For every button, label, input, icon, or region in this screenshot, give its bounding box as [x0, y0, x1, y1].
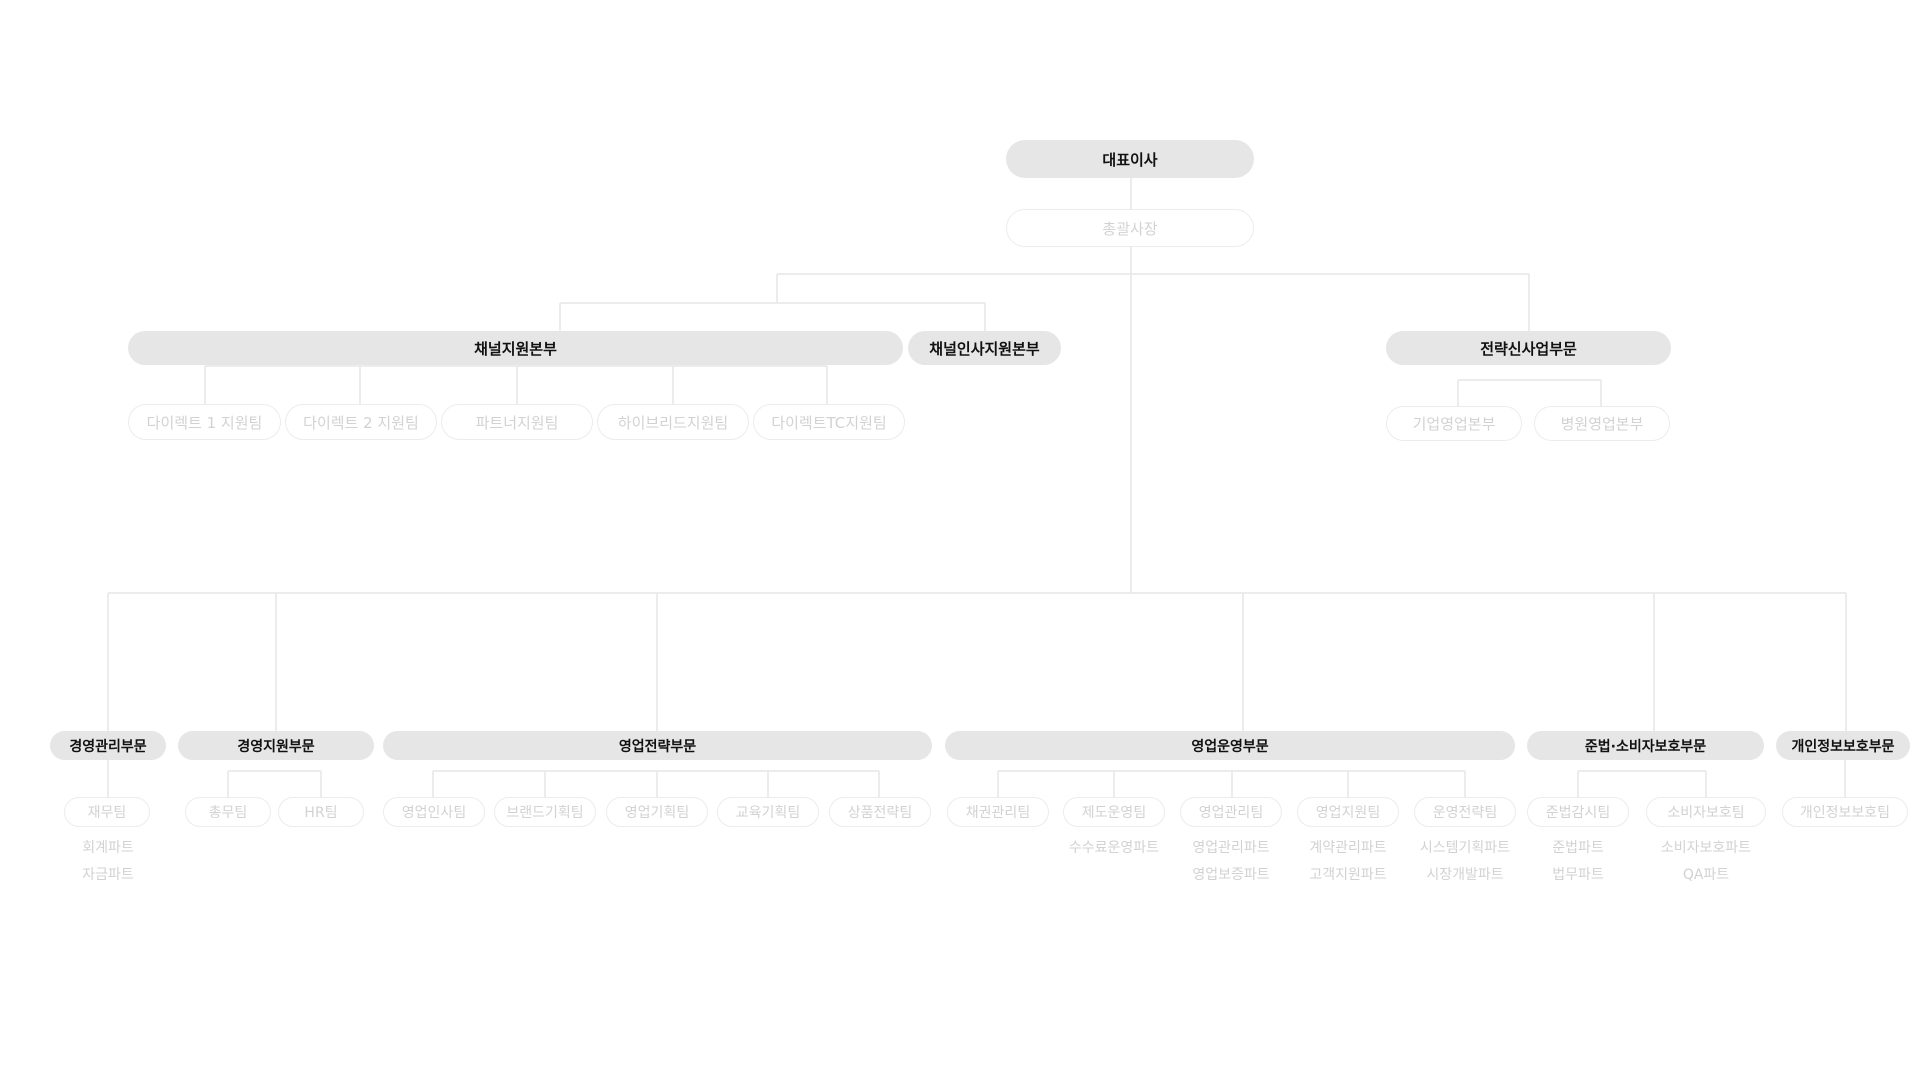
- finance-parts: 회계파트 자금파트: [28, 835, 188, 889]
- part-accounting: 회계파트: [82, 840, 134, 856]
- division-compliance-consumer[interactable]: 준법·소비자보호부문: [1527, 731, 1764, 760]
- team-compliance-monitoring[interactable]: 준법감시팀: [1527, 797, 1629, 827]
- team-sales-support[interactable]: 영업지원팀: [1297, 797, 1399, 827]
- team-sales-planning[interactable]: 영업기획팀: [606, 797, 708, 827]
- part-legal: 법무파트: [1552, 867, 1604, 883]
- team-direct-1-support[interactable]: 다이렉트 1 지원팀: [128, 404, 281, 440]
- team-product-strategy[interactable]: 상품전략팀: [829, 797, 931, 827]
- channel-support-hq[interactable]: 채널지원본부: [128, 331, 903, 365]
- unit-corporate-sales[interactable]: 기업영업본부: [1386, 406, 1522, 441]
- team-finance[interactable]: 재무팀: [64, 797, 150, 827]
- team-sales-hr[interactable]: 영업인사팀: [383, 797, 485, 827]
- team-partner-support[interactable]: 파트너지원팀: [441, 404, 593, 440]
- channel-hr-support-hq[interactable]: 채널인사지원본부: [908, 331, 1061, 365]
- ceo-node[interactable]: 대표이사: [1006, 140, 1254, 178]
- part-market-development: 시장개발파트: [1426, 867, 1504, 883]
- team-bond-management[interactable]: 채권관리팀: [947, 797, 1049, 827]
- team-brand-planning[interactable]: 브랜드기획팀: [494, 797, 596, 827]
- sales-support-parts: 계약관리파트 고객지원파트: [1268, 835, 1428, 889]
- team-consumer-protection[interactable]: 소비자보호팀: [1646, 797, 1766, 827]
- division-management-admin[interactable]: 경영관리부문: [50, 731, 166, 760]
- part-contract-management: 계약관리파트: [1309, 840, 1387, 856]
- division-sales-strategy[interactable]: 영업전략부문: [383, 731, 932, 760]
- team-hr[interactable]: HR팀: [278, 797, 364, 827]
- part-sales-guarantee: 영업보증파트: [1192, 867, 1270, 883]
- division-management-support[interactable]: 경영지원부문: [178, 731, 374, 760]
- team-direct-2-support[interactable]: 다이렉트 2 지원팀: [285, 404, 437, 440]
- team-system-operations[interactable]: 제도운영팀: [1063, 797, 1165, 827]
- team-hybrid-support[interactable]: 하이브리드지원팀: [597, 404, 749, 440]
- team-sales-management[interactable]: 영업관리팀: [1180, 797, 1282, 827]
- president-node[interactable]: 총괄사장: [1006, 209, 1254, 247]
- team-general-affairs[interactable]: 총무팀: [185, 797, 271, 827]
- strategic-new-business-division[interactable]: 전략신사업부문: [1386, 331, 1671, 365]
- part-compliance: 준법파트: [1552, 840, 1604, 856]
- unit-hospital-sales[interactable]: 병원영업본부: [1534, 406, 1670, 441]
- operations-strategy-parts: 시스템기획파트 시장개발파트: [1385, 835, 1545, 889]
- team-education-planning[interactable]: 교육기획팀: [717, 797, 819, 827]
- division-sales-operations[interactable]: 영업운영부문: [945, 731, 1515, 760]
- consumer-protection-parts: 소비자보호파트 QA파트: [1626, 835, 1786, 889]
- part-funds: 자금파트: [82, 867, 134, 883]
- team-direct-tc-support[interactable]: 다이렉트TC지원팀: [753, 404, 905, 440]
- part-sales-management: 영업관리파트: [1192, 840, 1270, 856]
- part-commission-operations: 수수료운영파트: [1068, 840, 1160, 856]
- system-operations-parts: 수수료운영파트: [1034, 835, 1194, 862]
- part-consumer-protection: 소비자보호파트: [1660, 840, 1752, 856]
- part-system-planning: 시스템기획파트: [1419, 840, 1511, 856]
- division-privacy[interactable]: 개인정보보호부문: [1776, 731, 1910, 760]
- team-operations-strategy[interactable]: 운영전략팀: [1414, 797, 1516, 827]
- compliance-monitoring-parts: 준법파트 법무파트: [1498, 835, 1658, 889]
- team-privacy-protection[interactable]: 개인정보보호팀: [1782, 797, 1908, 827]
- part-customer-support: 고객지원파트: [1309, 867, 1387, 883]
- part-qa: QA파트: [1682, 867, 1730, 883]
- sales-management-parts: 영업관리파트 영업보증파트: [1151, 835, 1311, 889]
